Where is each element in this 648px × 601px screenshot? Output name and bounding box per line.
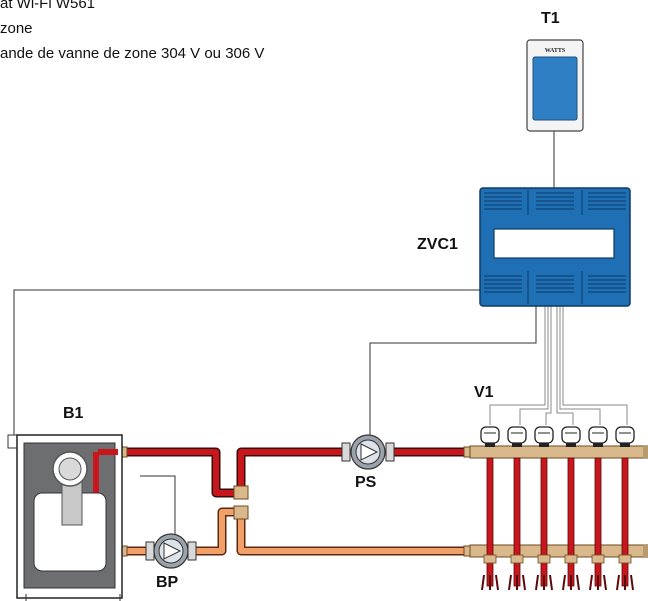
boiler-icon bbox=[7, 434, 123, 601]
supply-pump-label: PS bbox=[355, 474, 377, 491]
boiler-label: B1 bbox=[63, 405, 84, 422]
supply-tee bbox=[233, 485, 249, 500]
supply-pump-wire bbox=[369, 305, 537, 436]
legend-line-3: ande de vanne de zone 304 V ou 306 V bbox=[0, 45, 265, 62]
supply-pipe bbox=[124, 447, 470, 498]
zone-valve-controller-icon bbox=[479, 187, 631, 307]
legend-line-2: zone bbox=[0, 20, 33, 37]
valve-actuator-icon bbox=[588, 426, 608, 447]
manifold-icon bbox=[469, 445, 648, 591]
valve-wire-bundle bbox=[489, 305, 628, 425]
valve-actuator-icon bbox=[480, 426, 500, 447]
control-wiring bbox=[13, 131, 628, 548]
valve-actuator-icon bbox=[561, 426, 581, 447]
valve-actuator-icon bbox=[534, 426, 554, 447]
valve-actuator-icon bbox=[507, 426, 527, 447]
thermostat-brand: WATTS bbox=[545, 48, 566, 54]
boiler-wire bbox=[13, 289, 483, 435]
legend-line-1: at Wi-Fi W561 bbox=[0, 0, 96, 12]
valve-actuators bbox=[480, 426, 635, 447]
thermostat-label: T1 bbox=[541, 10, 560, 27]
valve-actuator-icon bbox=[615, 426, 635, 447]
boiler-pump-icon bbox=[145, 533, 197, 569]
supply-pump-icon bbox=[341, 434, 395, 470]
return-tee bbox=[233, 505, 249, 520]
valves-label: V1 bbox=[474, 384, 494, 401]
boiler-pump-label: BP bbox=[156, 574, 179, 591]
zone-control-label: ZVC1 bbox=[417, 236, 458, 253]
boiler-pump-wire bbox=[140, 475, 176, 548]
thermostat-icon: WATTS bbox=[526, 39, 584, 132]
